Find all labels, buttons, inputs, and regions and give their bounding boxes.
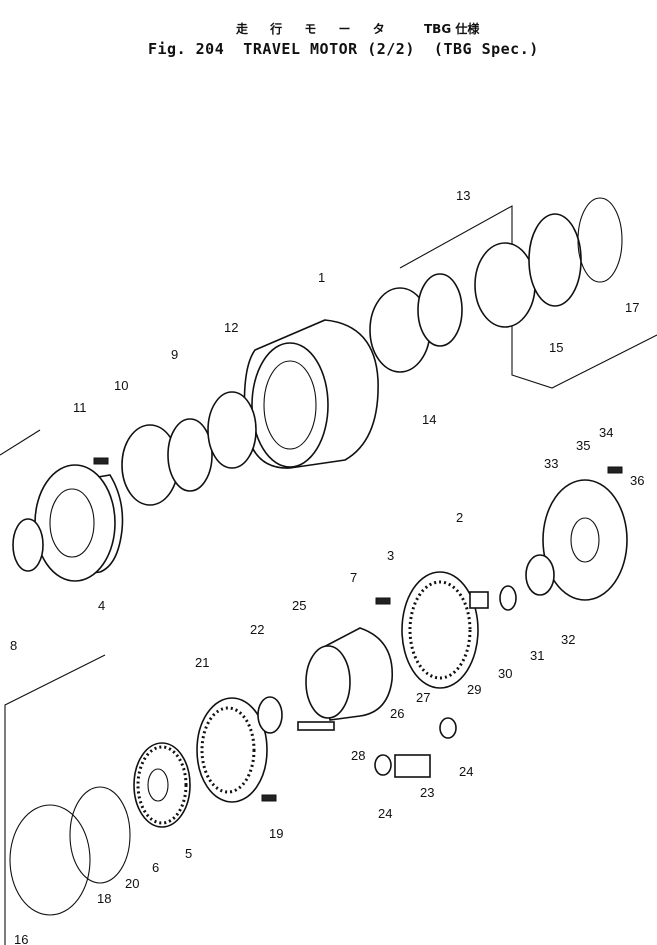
small-parts xyxy=(9,457,623,916)
part-30-bearing xyxy=(499,585,517,611)
part-25-shaft xyxy=(297,721,335,731)
callout-30: 30 xyxy=(498,666,512,681)
callout-3: 3 xyxy=(387,548,394,563)
callout-12: 12 xyxy=(224,320,238,335)
part-32-ring xyxy=(525,554,555,596)
callout-27: 27 xyxy=(416,690,430,705)
part-21-internal-gear xyxy=(196,697,268,803)
callout-14: 14 xyxy=(422,412,436,427)
callout-7: 7 xyxy=(350,570,357,585)
part-17-snap-ring xyxy=(577,197,623,283)
callout-33: 33 xyxy=(544,456,558,471)
part-23-gear xyxy=(394,754,431,778)
callout-31: 31 xyxy=(530,648,544,663)
callout-5: 5 xyxy=(185,846,192,861)
callout-4: 4 xyxy=(98,598,105,613)
part-1-housing xyxy=(243,319,379,469)
callout-28: 28 xyxy=(351,748,365,763)
part-24-bearing-b xyxy=(439,717,457,739)
callout-20: 20 xyxy=(125,876,139,891)
bearing-right xyxy=(474,242,536,328)
lower-frame-lines xyxy=(4,654,106,945)
callout-13: 13 xyxy=(456,188,470,203)
part-33-cover xyxy=(542,479,628,601)
callout-1: 1 xyxy=(318,270,325,285)
callout-29: 29 xyxy=(467,682,481,697)
callout-labels: 1234567891011121314151617181920212223242… xyxy=(10,188,644,945)
part-16-ring xyxy=(9,804,91,916)
part-12-ring xyxy=(207,391,257,469)
figure-title: Fig. 204 TRAVEL MOTOR (2/2) (TBG Spec.) xyxy=(148,40,539,58)
part-24-bearing-a xyxy=(374,754,392,776)
part-11-pin xyxy=(93,457,109,465)
callout-10: 10 xyxy=(114,378,128,393)
part-29-bushing xyxy=(469,591,489,609)
upper-frame-lines xyxy=(0,205,657,456)
title-jp-right: TBG 仕様 xyxy=(424,22,480,36)
callout-23: 23 xyxy=(420,785,434,800)
callout-36: 36 xyxy=(630,473,644,488)
part-14-spacer xyxy=(417,273,463,347)
callout-19: 19 xyxy=(269,826,283,841)
title-japanese: 走 行 モ ー タ TBG 仕様 xyxy=(0,18,657,40)
part-34-bolt xyxy=(607,466,623,474)
part-5-gear-plate xyxy=(133,742,191,828)
callout-17: 17 xyxy=(625,300,639,315)
part-7-carrier xyxy=(305,627,393,721)
callout-24: 24 xyxy=(378,806,392,821)
callout-34: 34 xyxy=(599,425,613,440)
part-18-snap-ring xyxy=(69,786,131,884)
callout-15: 15 xyxy=(549,340,563,355)
callout-22: 22 xyxy=(250,622,264,637)
title-jp-left: 走 行 モ ー タ xyxy=(236,22,394,36)
callout-2: 2 xyxy=(456,510,463,525)
part-8-oring xyxy=(12,518,44,572)
callout-24: 24 xyxy=(459,764,473,779)
callout-6: 6 xyxy=(152,860,159,875)
part-22-ring xyxy=(257,696,283,734)
part-2-ring-gear xyxy=(401,571,479,689)
callout-8: 8 xyxy=(10,638,17,653)
callout-21: 21 xyxy=(195,655,209,670)
part-4-flange-hub xyxy=(34,464,124,582)
part-15-ring xyxy=(528,213,582,307)
callout-18: 18 xyxy=(97,891,111,906)
part-9-oring xyxy=(167,418,213,492)
rings-and-bearings xyxy=(12,197,623,572)
callout-32: 32 xyxy=(561,632,575,647)
callout-11: 11 xyxy=(73,400,87,415)
callout-25: 25 xyxy=(292,598,306,613)
part-3-pin xyxy=(375,597,391,605)
callout-26: 26 xyxy=(390,706,404,721)
part-19-bolt xyxy=(261,794,277,802)
callout-35: 35 xyxy=(576,438,590,453)
callout-9: 9 xyxy=(171,347,178,362)
callout-16: 16 xyxy=(14,932,28,945)
